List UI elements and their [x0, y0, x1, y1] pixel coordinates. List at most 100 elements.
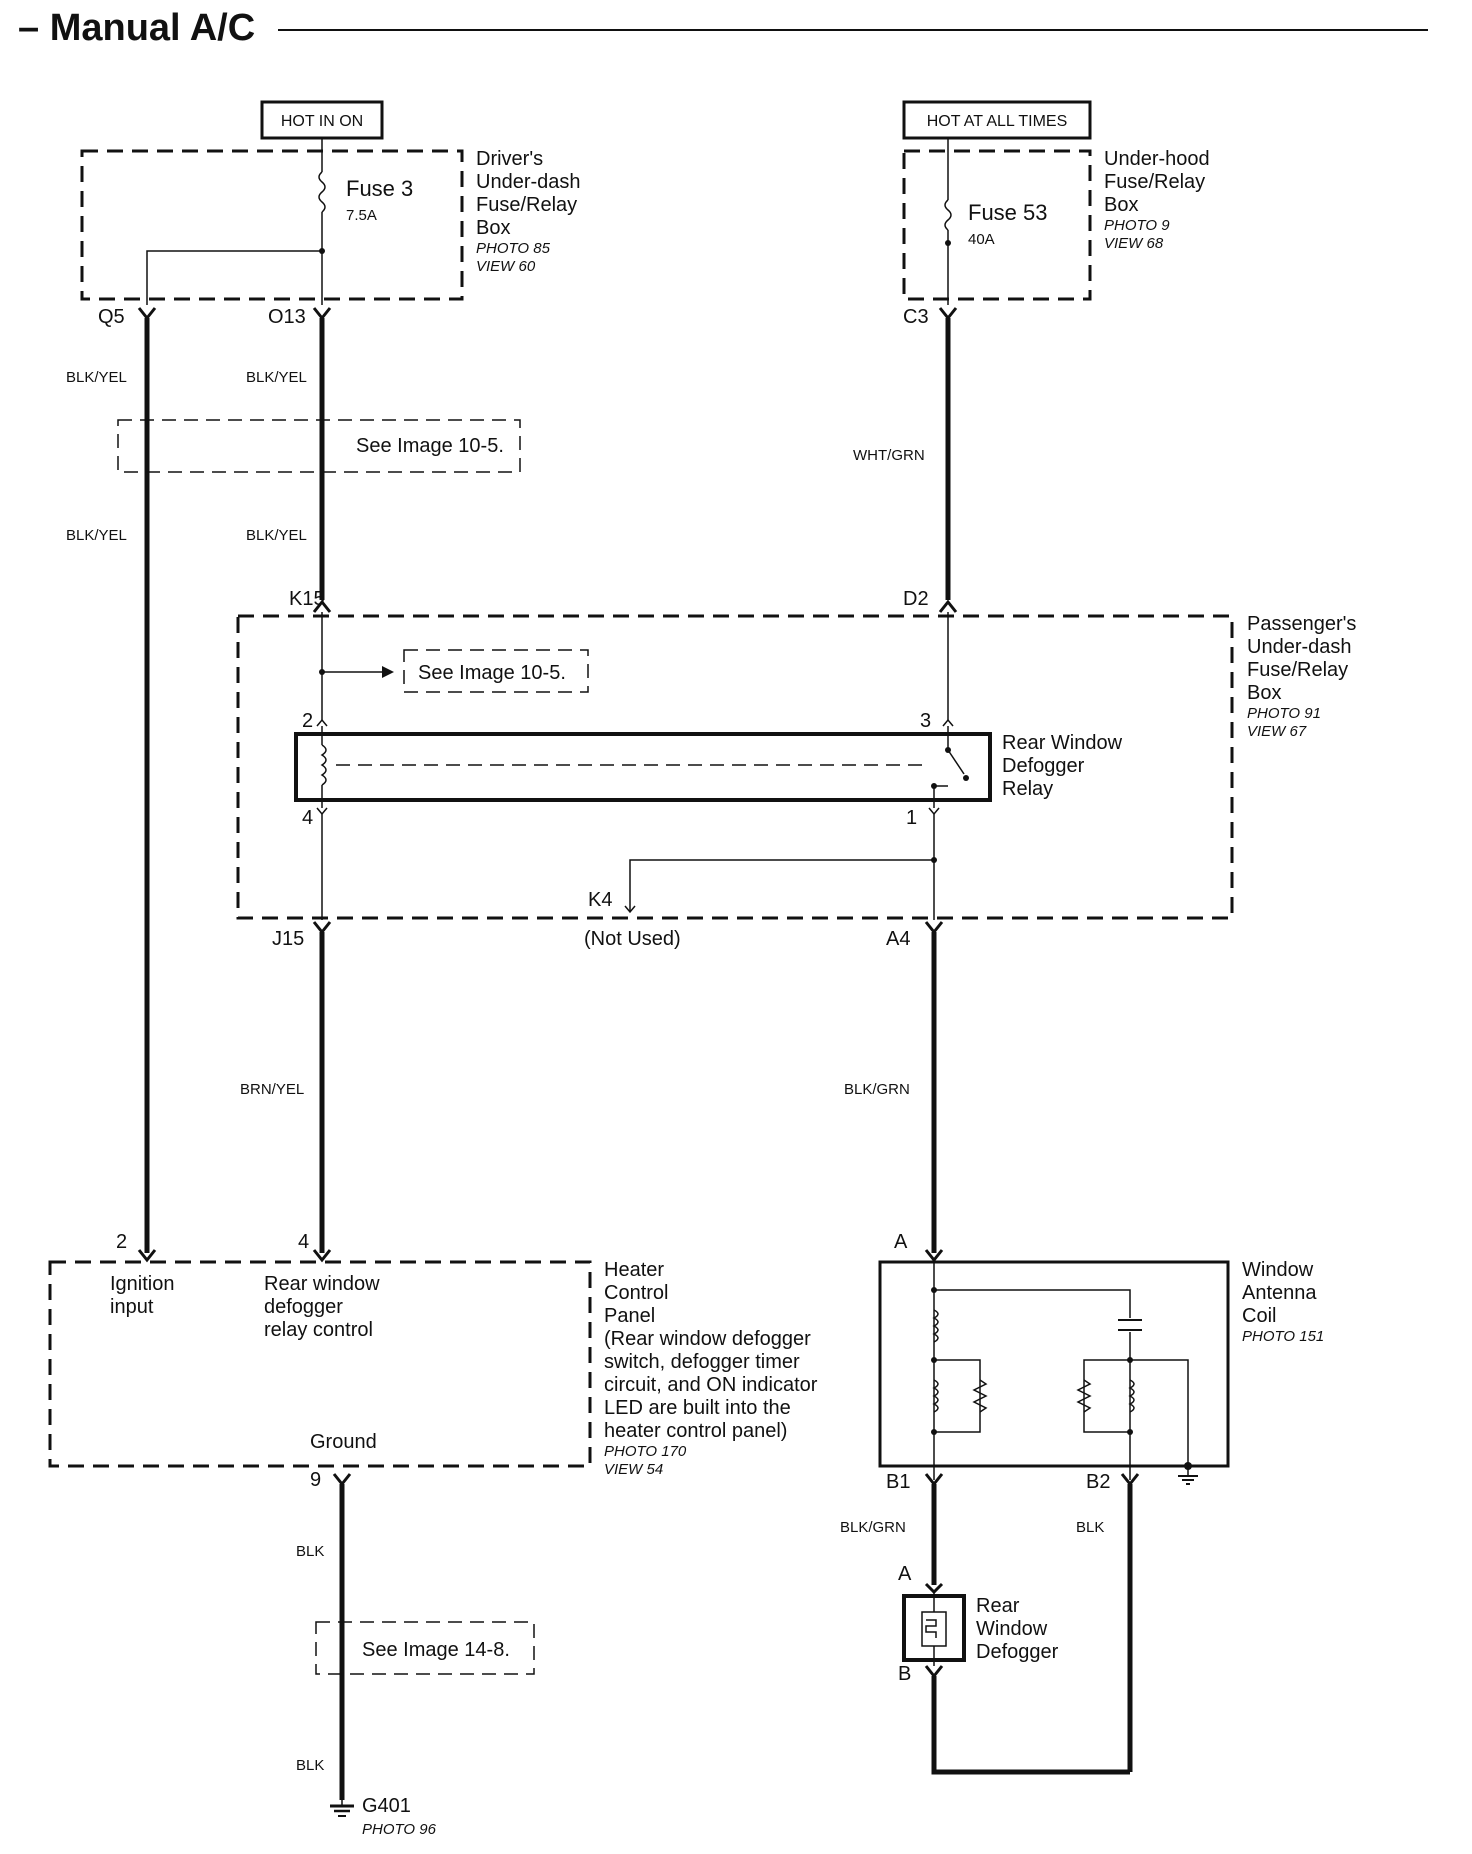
svg-text:PHOTO 96: PHOTO 96 [362, 1821, 437, 1838]
window-antenna-coil: A Window Antenna Coil PHOTO 151 B1 B2 [878, 1231, 1324, 1493]
svg-text:See Image 14-8.: See Image 14-8. [362, 1639, 510, 1661]
ground-g401: G401 PHOTO 96 [330, 1795, 437, 1838]
svg-text:4: 4 [298, 1231, 309, 1253]
svg-text:input: input [110, 1296, 154, 1318]
see-ref-top[interactable]: See Image 10-5. [117, 419, 521, 473]
fuse-3-rating: 7.5A [346, 207, 377, 224]
svg-text:VIEW 68: VIEW 68 [1104, 235, 1164, 252]
svg-text:Heater: Heater [604, 1259, 664, 1281]
fuse-3-label: Fuse 3 [346, 176, 413, 201]
svg-text:Rear window: Rear window [264, 1273, 380, 1295]
svg-text:switch, defogger timer: switch, defogger timer [604, 1351, 800, 1373]
svg-text:HOT AT ALL TIMES: HOT AT ALL TIMES [927, 113, 1068, 130]
svg-text:Relay: Relay [1002, 778, 1053, 800]
pin-k4: K4 [588, 889, 612, 911]
relay-switch-contact [947, 749, 965, 775]
svg-text:Rear Window: Rear Window [1002, 732, 1123, 754]
svg-text:2: 2 [302, 710, 313, 732]
heater-control-panel: 2 4 Ignition input Rear window defogger … [48, 1231, 818, 1491]
svg-text:Driver's: Driver's [476, 148, 543, 170]
relay-coil-symbol [320, 744, 327, 786]
underhood-fuse-box: Fuse 53 40A Under-hood Fuse/Relay Box PH… [902, 138, 1210, 305]
svg-text:BLK: BLK [296, 1543, 324, 1560]
svg-text:LED are built into the: LED are built into the [604, 1397, 791, 1419]
svg-text:VIEW 67: VIEW 67 [1247, 723, 1307, 740]
svg-text:(Rear window defogger: (Rear window defogger [604, 1328, 811, 1350]
svg-text:circuit, and ON indicator: circuit, and ON indicator [604, 1374, 818, 1396]
svg-text:defogger: defogger [264, 1296, 343, 1318]
svg-text:BLK/YEL: BLK/YEL [246, 527, 307, 544]
svg-text:Coil: Coil [1242, 1305, 1276, 1327]
pin-j15: J15 [272, 928, 304, 950]
svg-text:BLK: BLK [296, 1757, 324, 1774]
drivers-fuse-box: Fuse 3 7.5A Driver's Under-dash Fuse/Rel… [80, 138, 581, 305]
pin-q5: Q5 [98, 306, 125, 328]
svg-text:See Image 10-5.: See Image 10-5. [418, 662, 566, 684]
see-ref-middle[interactable]: See Image 10-5. [403, 649, 589, 693]
svg-text:Rear: Rear [976, 1595, 1020, 1617]
svg-text:PHOTO 151: PHOTO 151 [1242, 1328, 1324, 1345]
svg-text:Fuse/Relay: Fuse/Relay [1104, 171, 1205, 193]
diagram-title: – Manual A/C [18, 7, 255, 49]
svg-text:BLK/YEL: BLK/YEL [66, 527, 127, 544]
pin-o13: O13 [268, 306, 306, 328]
svg-text:BLK/GRN: BLK/GRN [840, 1519, 906, 1536]
svg-text:Under-hood: Under-hood [1104, 148, 1210, 170]
svg-text:A: A [898, 1563, 912, 1585]
see-ref-bottom[interactable]: See Image 14-8. [315, 1621, 535, 1675]
svg-text:Ground: Ground [310, 1431, 377, 1453]
svg-text:Antenna: Antenna [1242, 1282, 1317, 1304]
svg-text:Panel: Panel [604, 1305, 655, 1327]
fuse-53-label: Fuse 53 [968, 200, 1048, 225]
rear-window-defogger: A Rear Window Defogger B [898, 1563, 1059, 1685]
svg-text:Control: Control [604, 1282, 668, 1304]
svg-text:Under-dash: Under-dash [1247, 636, 1352, 658]
not-used-label: (Not Used) [584, 928, 681, 950]
svg-text:BLK/YEL: BLK/YEL [66, 369, 127, 386]
svg-text:BRN/YEL: BRN/YEL [240, 1081, 304, 1098]
svg-text:B1: B1 [886, 1471, 910, 1493]
svg-text:9: 9 [310, 1469, 321, 1491]
svg-text:PHOTO 170: PHOTO 170 [604, 1443, 687, 1460]
pin-k15: K15 [289, 588, 325, 610]
svg-text:PHOTO 85: PHOTO 85 [476, 240, 551, 257]
fuse-symbol [944, 199, 952, 231]
svg-text:Window: Window [976, 1618, 1048, 1640]
svg-text:Box: Box [1104, 194, 1138, 216]
svg-text:Defogger: Defogger [1002, 755, 1085, 777]
svg-text:2: 2 [116, 1231, 127, 1253]
pin-d2: D2 [903, 588, 929, 610]
fuse-symbol [318, 171, 326, 213]
svg-text:Defogger: Defogger [976, 1641, 1059, 1663]
svg-text:See Image 10-5.: See Image 10-5. [356, 435, 504, 457]
svg-text:Window: Window [1242, 1259, 1314, 1281]
svg-text:Fuse/Relay: Fuse/Relay [1247, 659, 1348, 681]
svg-text:3: 3 [920, 710, 931, 732]
svg-text:Ignition: Ignition [110, 1273, 175, 1295]
svg-text:VIEW 60: VIEW 60 [476, 258, 536, 275]
svg-text:relay control: relay control [264, 1319, 373, 1341]
resistor-symbol [972, 1379, 988, 1413]
svg-text:1: 1 [906, 807, 917, 829]
svg-text:PHOTO 91: PHOTO 91 [1247, 705, 1321, 722]
hot-at-all-times-label: HOT AT ALL TIMES [902, 100, 1092, 140]
inductor-symbol [932, 1309, 939, 1343]
fuse-53-rating: 40A [968, 231, 995, 248]
svg-text:A: A [894, 1231, 908, 1253]
svg-text:BLK: BLK [1076, 1519, 1104, 1536]
hot-in-on-label: HOT IN ON [260, 100, 384, 140]
svg-text:WHT/GRN: WHT/GRN [853, 447, 925, 464]
svg-text:Fuse/Relay: Fuse/Relay [476, 194, 577, 216]
pin-c3: C3 [903, 306, 929, 328]
svg-text:Box: Box [476, 217, 510, 239]
wire-defogger-return [931, 1676, 1130, 1775]
passengers-fuse-box: K15 D2 Passenger's Under-dash Fuse/Relay… [236, 588, 1356, 920]
svg-text:BLK/GRN: BLK/GRN [844, 1081, 910, 1098]
svg-text:Box: Box [1247, 682, 1281, 704]
pin-a4: A4 [886, 928, 910, 950]
svg-text:B2: B2 [1086, 1471, 1110, 1493]
svg-text:PHOTO 9: PHOTO 9 [1104, 217, 1170, 234]
svg-text:G401: G401 [362, 1795, 411, 1817]
svg-text:HOT IN ON: HOT IN ON [281, 113, 363, 130]
